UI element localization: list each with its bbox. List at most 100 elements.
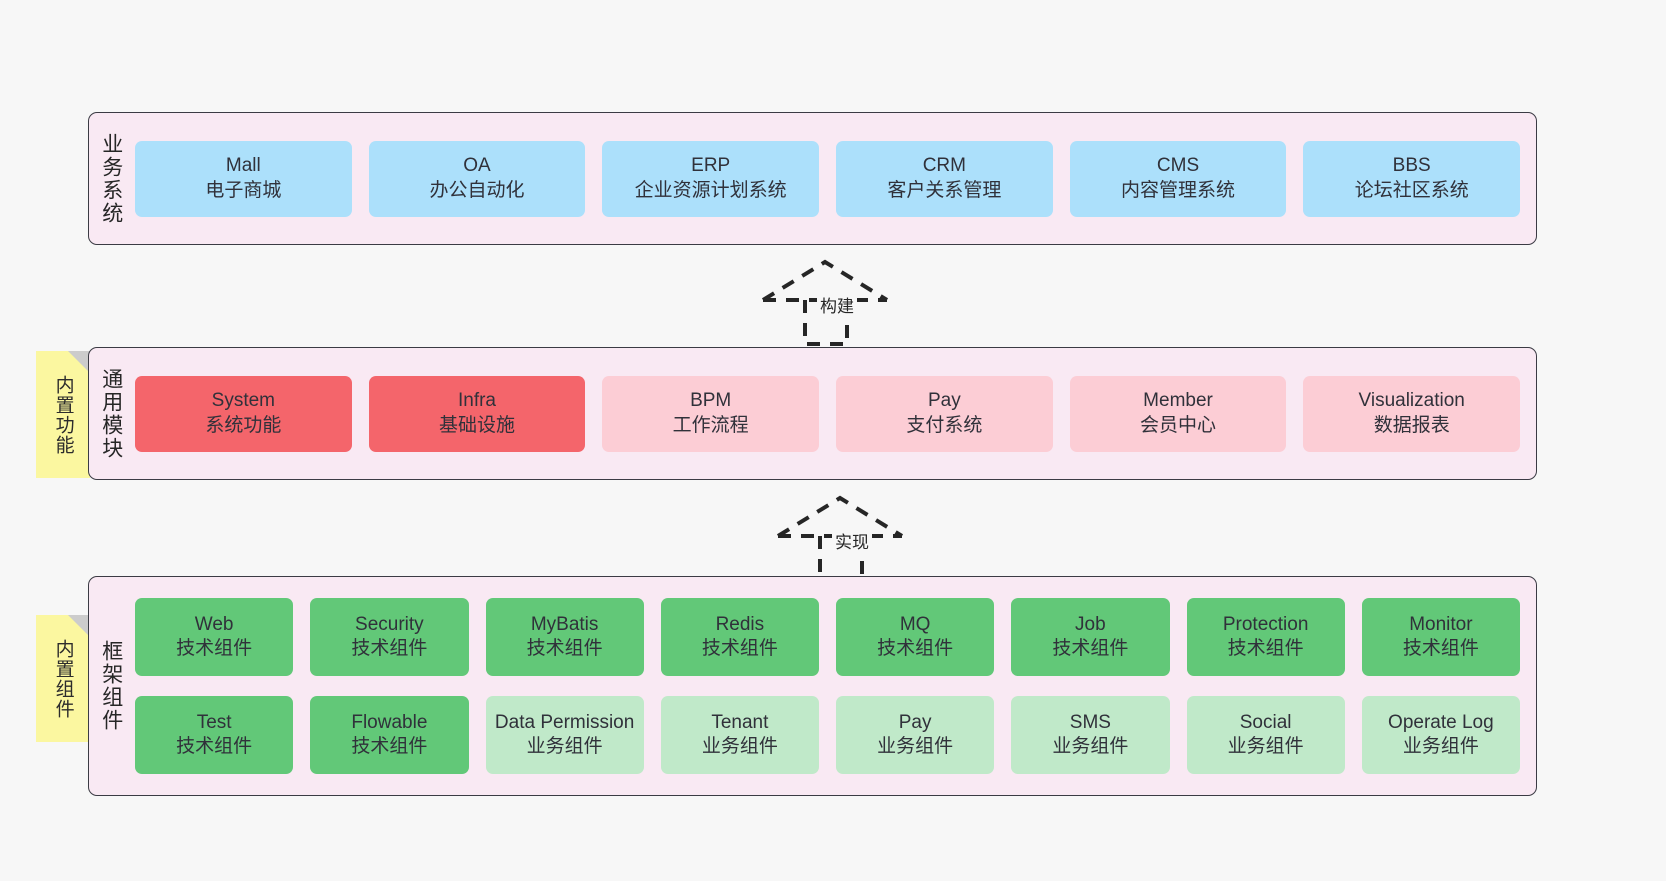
card-subtitle: 客户关系管理 (887, 179, 1002, 201)
arrow-label-build: 构建 (817, 292, 857, 317)
card-title: Mall (225, 155, 261, 177)
card-title: Security (355, 613, 424, 635)
card-title: BBS (1392, 155, 1431, 177)
card-subtitle: 论坛社区系统 (1354, 179, 1469, 201)
card-title: Job (1075, 613, 1106, 635)
card-oa[interactable]: OA 办公自动化 (368, 140, 586, 217)
card-subtitle: 企业资源计划系统 (634, 179, 787, 201)
card-subtitle: 业务组件 (1402, 736, 1479, 757)
sticky-fold-corner-icon (68, 615, 90, 637)
card-operate-log[interactable]: Operate Log 业务组件 (1361, 696, 1520, 774)
card-subtitle: 业务组件 (526, 736, 603, 757)
dashed-generalization-arrow-icon (776, 495, 904, 582)
layer-title-business-system: 业务系统 (99, 132, 123, 225)
card-subtitle: 技术组件 (701, 638, 778, 659)
card-title: Test (196, 711, 232, 733)
sticky-note-builtin-feature: 内置功能 (36, 351, 90, 478)
card-crm[interactable]: CRM 客户关系管理 (836, 140, 1053, 217)
card-subtitle: 数据报表 (1373, 414, 1450, 436)
card-title: SMS (1069, 711, 1111, 733)
arrow-label-realize: 实现 (832, 528, 872, 553)
card-title: Pay (898, 711, 932, 733)
card-title: MyBatis (530, 613, 599, 635)
card-subtitle: 技术组件 (1227, 638, 1304, 659)
card-security[interactable]: Security 技术组件 (310, 598, 469, 676)
card-monitor[interactable]: Monitor 技术组件 (1361, 598, 1520, 676)
card-title: CRM (922, 155, 966, 177)
card-row: Web 技术组件 Security 技术组件 MyBatis 技术组件 Redi… (135, 598, 1520, 676)
card-title: CMS (1156, 155, 1200, 177)
card-member[interactable]: Member 会员中心 (1069, 375, 1287, 452)
card-subtitle: 业务组件 (1227, 736, 1304, 757)
card-pay-component[interactable]: Pay 业务组件 (836, 696, 995, 774)
card-subtitle: 技术组件 (176, 638, 253, 659)
sticky-note-label: 内置功能 (52, 374, 74, 455)
card-subtitle: 内容管理系统 (1121, 179, 1236, 201)
arrow-realize: 实现 (770, 492, 960, 582)
sticky-note-label: 内置组件 (52, 638, 74, 719)
card-title: OA (463, 155, 491, 177)
card-job[interactable]: Job 技术组件 (1011, 598, 1170, 676)
card-title: Flowable (351, 711, 428, 733)
card-subtitle: 系统功能 (205, 414, 282, 436)
card-subtitle: 业务组件 (701, 736, 778, 757)
card-subtitle: 工作流程 (672, 414, 749, 436)
arrow-build: 构建 (755, 256, 945, 346)
layer-body-common-module: System 系统功能 Infra 基础设施 BPM 工作流程 Pay 支付系统… (133, 348, 1536, 479)
card-visualization[interactable]: Visualization 数据报表 (1303, 375, 1521, 452)
card-social[interactable]: Social 业务组件 (1186, 696, 1345, 774)
card-data-permission[interactable]: Data Permission 业务组件 (485, 696, 644, 774)
card-cms[interactable]: CMS 内容管理系统 (1069, 140, 1287, 217)
card-subtitle: 支付系统 (906, 414, 983, 436)
card-subtitle: 技术组件 (526, 638, 603, 659)
card-title: Visualization (1358, 390, 1465, 412)
layer-business-system: 业务系统 Mall 电子商城 OA 办公自动化 ERP 企业资源计划系统 CRM… (88, 112, 1537, 245)
card-mybatis[interactable]: MyBatis 技术组件 (485, 598, 644, 676)
card-title: Redis (715, 613, 765, 635)
card-title: Pay (927, 390, 961, 412)
card-subtitle: 电子商城 (205, 179, 282, 201)
card-title: Tenant (711, 711, 769, 733)
card-sms[interactable]: SMS 业务组件 (1011, 696, 1170, 774)
card-title: Protection (1222, 613, 1309, 635)
layer-body-business-system: Mall 电子商城 OA 办公自动化 ERP 企业资源计划系统 CRM 客户关系… (133, 113, 1536, 244)
card-flowable[interactable]: Flowable 技术组件 (310, 696, 469, 774)
card-subtitle: 基础设施 (439, 414, 516, 436)
layer-title-common-module: 通用模块 (99, 367, 123, 460)
card-pay-module[interactable]: Pay 支付系统 (836, 375, 1053, 452)
layer-framework-component: 框架组件 Web 技术组件 Security 技术组件 MyBatis 技术组件… (88, 576, 1537, 796)
card-title: System (211, 390, 276, 412)
card-subtitle: 技术组件 (351, 638, 428, 659)
card-protection[interactable]: Protection 技术组件 (1186, 598, 1345, 676)
card-title: BPM (690, 390, 732, 412)
layer-title-framework-component: 框架组件 (99, 640, 123, 732)
layer-body-framework-component: Web 技术组件 Security 技术组件 MyBatis 技术组件 Redi… (133, 577, 1536, 795)
layer-common-module: 通用模块 System 系统功能 Infra 基础设施 BPM 工作流程 Pay… (88, 347, 1537, 480)
card-mall[interactable]: Mall 电子商城 (135, 140, 352, 217)
dashed-generalization-arrow-icon (761, 259, 889, 346)
card-bbs[interactable]: BBS 论坛社区系统 (1303, 140, 1521, 217)
card-bpm[interactable]: BPM 工作流程 (602, 375, 820, 452)
card-web[interactable]: Web 技术组件 (135, 598, 294, 676)
card-title: Social (1239, 711, 1292, 733)
card-tenant[interactable]: Tenant 业务组件 (660, 696, 819, 774)
card-subtitle: 业务组件 (1052, 736, 1129, 757)
card-system[interactable]: System 系统功能 (135, 375, 352, 452)
card-title: Data Permission (494, 711, 635, 733)
card-redis[interactable]: Redis 技术组件 (660, 598, 819, 676)
card-erp[interactable]: ERP 企业资源计划系统 (602, 140, 820, 217)
card-infra[interactable]: Infra 基础设施 (368, 375, 586, 452)
card-row: Mall 电子商城 OA 办公自动化 ERP 企业资源计划系统 CRM 客户关系… (135, 140, 1521, 217)
card-subtitle: 技术组件 (351, 736, 428, 757)
card-subtitle: 会员中心 (1140, 414, 1217, 436)
card-title: Member (1143, 390, 1213, 412)
card-test[interactable]: Test 技术组件 (135, 696, 294, 774)
card-subtitle: 业务组件 (877, 736, 954, 757)
card-mq[interactable]: MQ 技术组件 (836, 598, 995, 676)
card-title: ERP (691, 155, 731, 177)
sticky-note-builtin-component: 内置组件 (36, 615, 90, 742)
card-row: Test 技术组件 Flowable 技术组件 Data Permission … (135, 696, 1520, 774)
card-title: Web (194, 613, 234, 635)
card-title: Operate Log (1388, 711, 1494, 733)
